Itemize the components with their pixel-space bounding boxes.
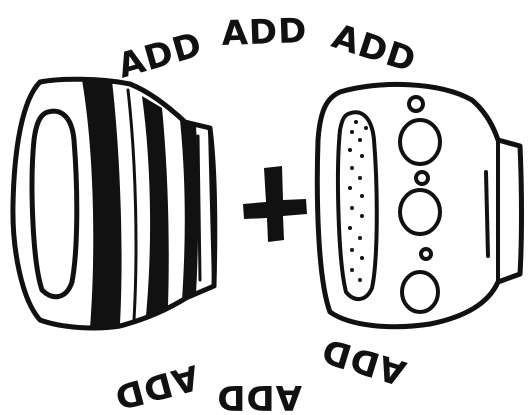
top-word-1: ADD xyxy=(113,25,206,87)
bottom-word-group: ADD ADD ADD xyxy=(110,329,411,415)
top-word-group: ADD ADD ADD xyxy=(113,11,421,87)
striped-bead-icon xyxy=(13,79,215,328)
bottom-word-3: ADD xyxy=(317,329,411,392)
top-word-2: ADD xyxy=(221,11,308,54)
bottom-word-1: ADD xyxy=(110,356,203,415)
bottom-word-2: ADD xyxy=(216,377,302,415)
dotted-bead-icon xyxy=(317,84,521,326)
top-word-3: ADD xyxy=(327,17,421,82)
dot-pattern xyxy=(348,120,368,282)
plus-icon xyxy=(243,166,307,242)
